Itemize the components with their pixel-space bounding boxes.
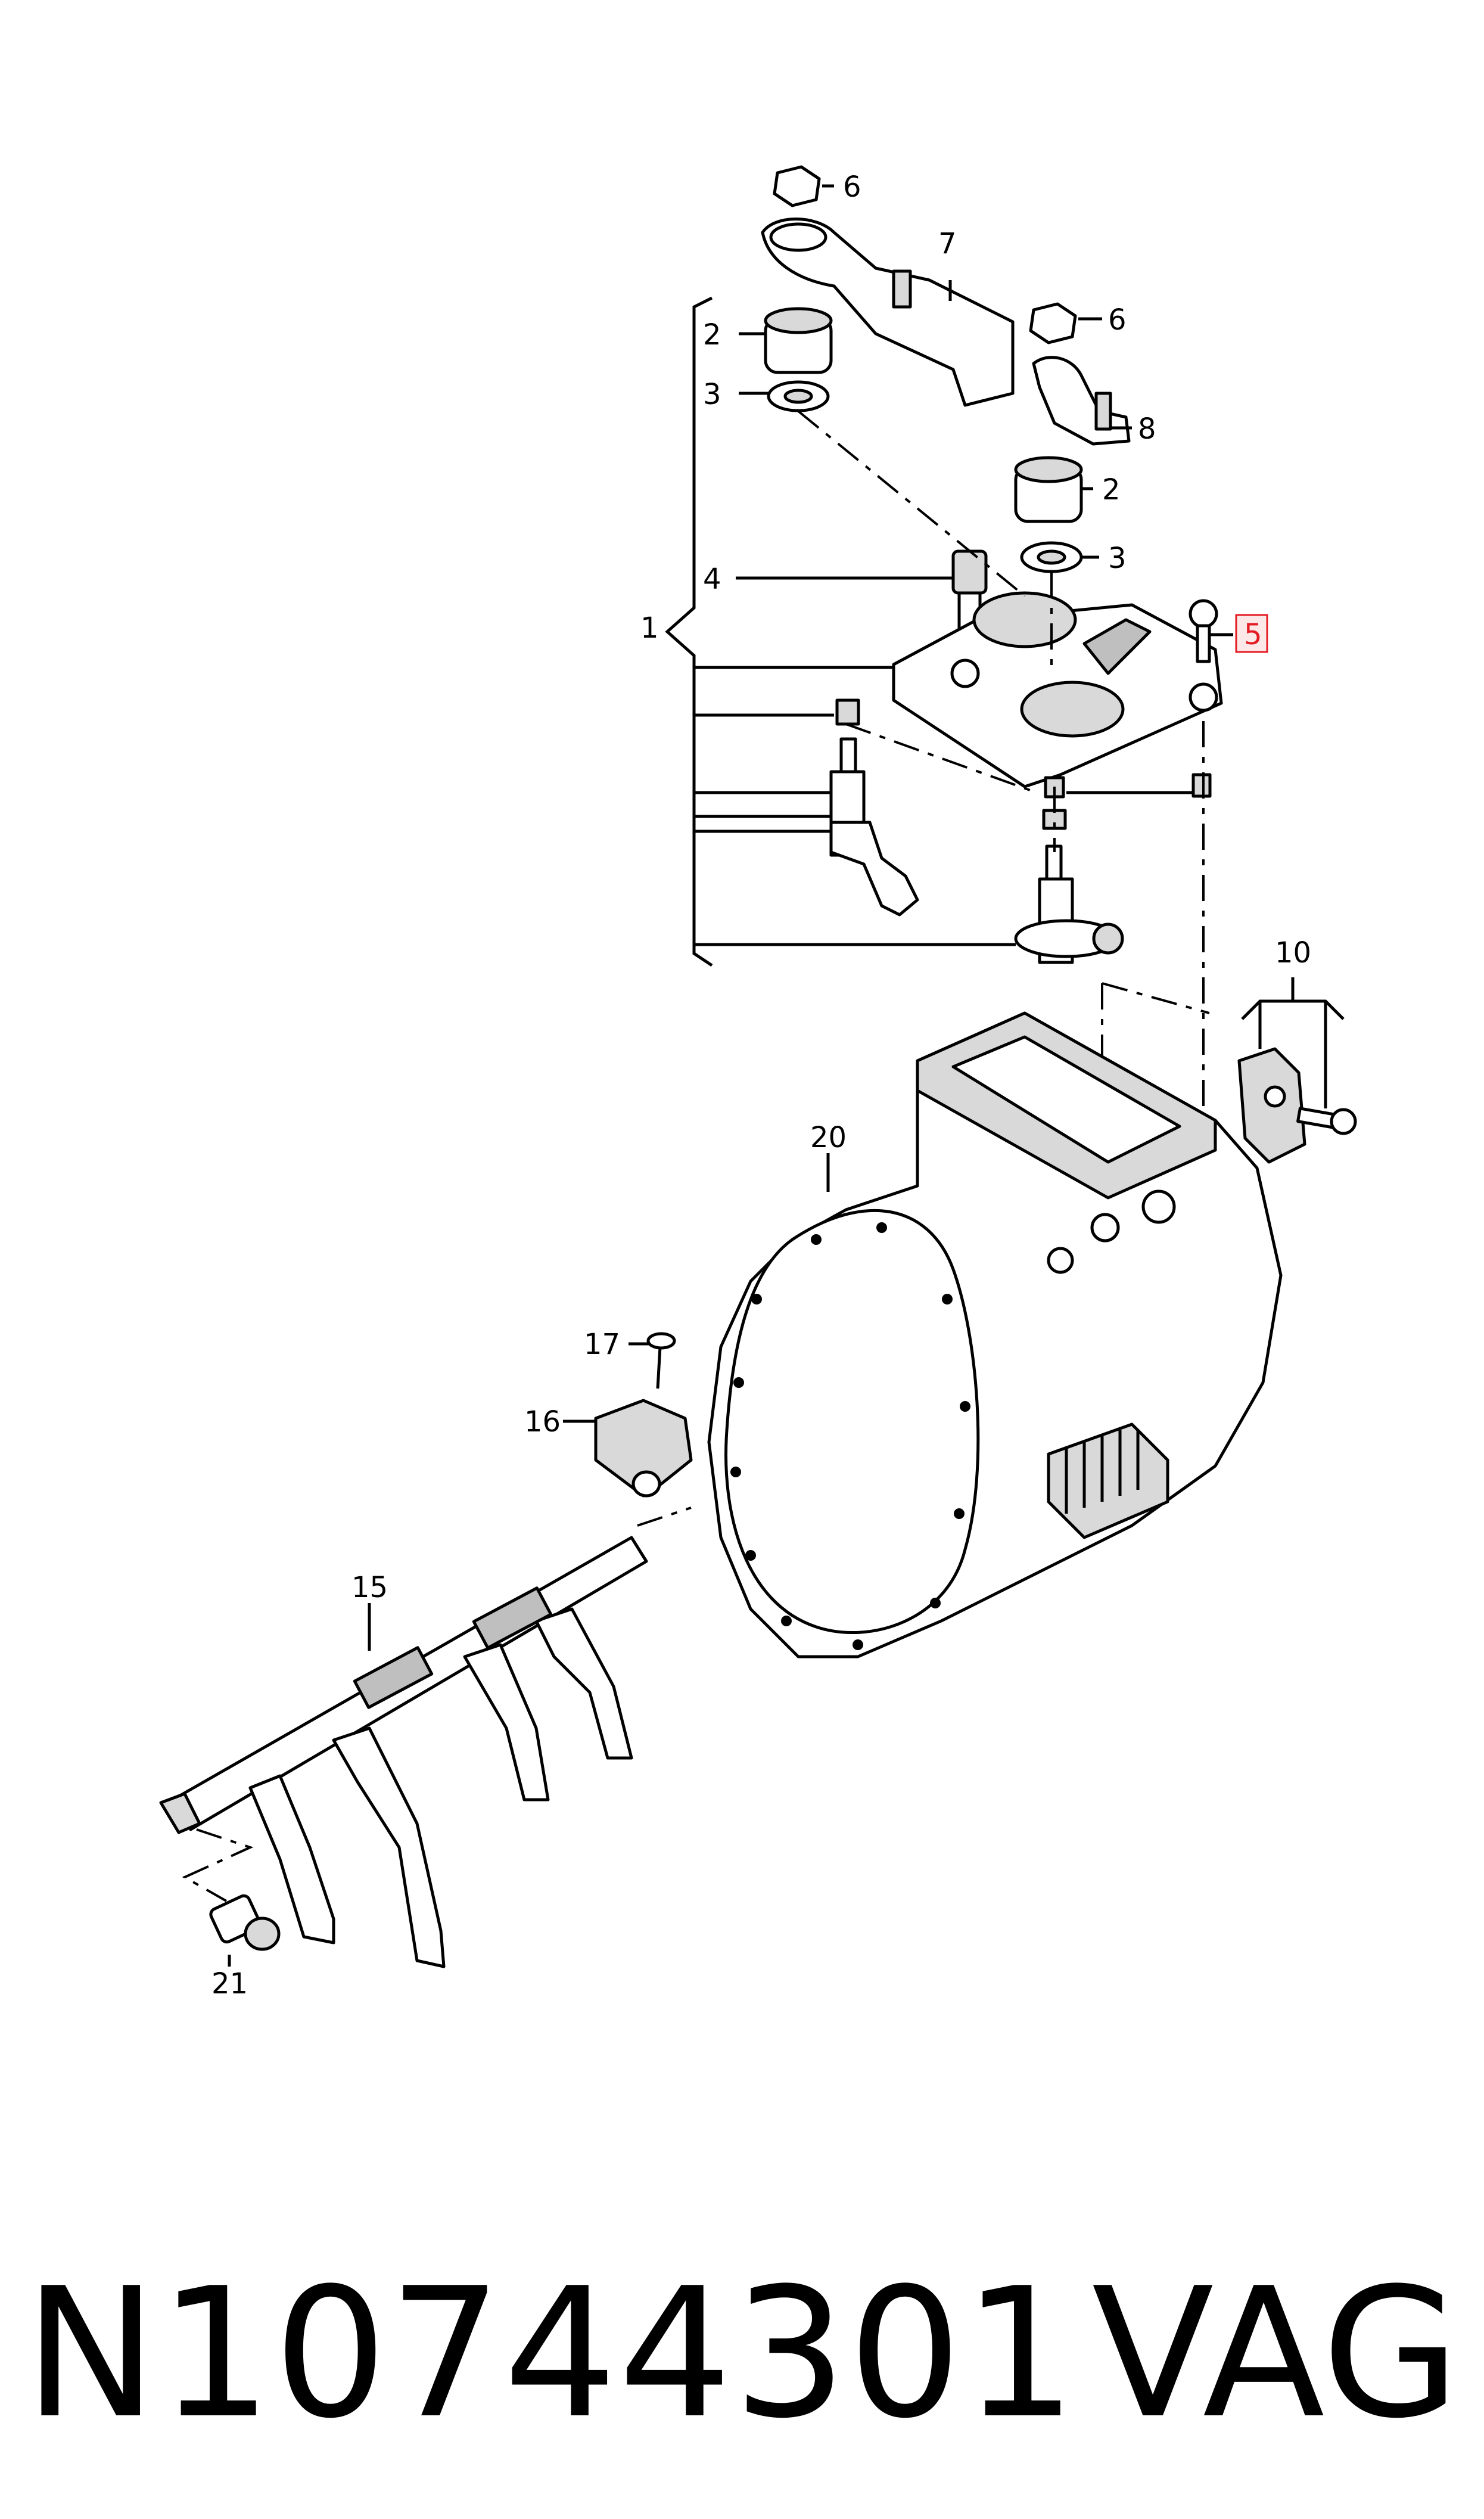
gearbox-housing [707, 1011, 1283, 1658]
bracket-bolt [1296, 1107, 1357, 1135]
callout-7: 7 [938, 227, 957, 260]
exploded-parts-diagram: 6 7 2 3 6 8 2 3 4 1 5 10 20 17 16 15 21 [159, 165, 1357, 2001]
washer-right [1020, 541, 1083, 573]
selector-shaft-left [829, 698, 919, 917]
group-bracket [665, 296, 713, 967]
callout-6a: 6 [843, 170, 861, 204]
shift-fork-assembly [159, 1536, 648, 1968]
bushing-right [1014, 456, 1083, 523]
cover-bolt [1189, 599, 1218, 663]
callout-5-highlight: 5 [1235, 614, 1268, 653]
callout-2a: 2 [703, 318, 721, 352]
nut-top-left [773, 165, 821, 207]
retaining-clip [594, 1399, 693, 1498]
callout-21: 21 [211, 1967, 248, 2001]
brand-name: VAG [1091, 2250, 1460, 2458]
mounting-bracket [1237, 1047, 1306, 1164]
callout-15: 15 [351, 1571, 388, 1604]
dowel-pin [1191, 773, 1212, 798]
clip-screw [646, 1332, 676, 1389]
selector-cover-plate [892, 591, 1223, 788]
callout-4: 4 [703, 563, 721, 596]
washer-left [767, 380, 830, 412]
callout-3b: 3 [1108, 542, 1127, 575]
callout-20: 20 [810, 1121, 847, 1154]
callout-3a: 3 [703, 378, 721, 411]
shift-lever-small [1032, 356, 1131, 446]
footer: N10744301 VAG [0, 2217, 1484, 2491]
leader-lines [228, 184, 1233, 1967]
part-number: N10744301 [24, 2250, 1078, 2458]
locking-bolt [209, 1894, 281, 1951]
callout-8: 8 [1138, 412, 1156, 446]
callout-10: 10 [1275, 936, 1311, 970]
callout-5: 5 [1244, 618, 1262, 651]
callout-17: 17 [584, 1328, 620, 1361]
nut-top-right [1029, 302, 1077, 344]
callout-1: 1 [640, 611, 659, 645]
shift-lever-large [761, 218, 1015, 407]
callout-6b: 6 [1108, 303, 1127, 337]
bushing-left [764, 307, 833, 374]
selector-shaft-right [1014, 776, 1124, 964]
callout-2b: 2 [1102, 473, 1121, 507]
callout-16: 16 [524, 1405, 561, 1439]
